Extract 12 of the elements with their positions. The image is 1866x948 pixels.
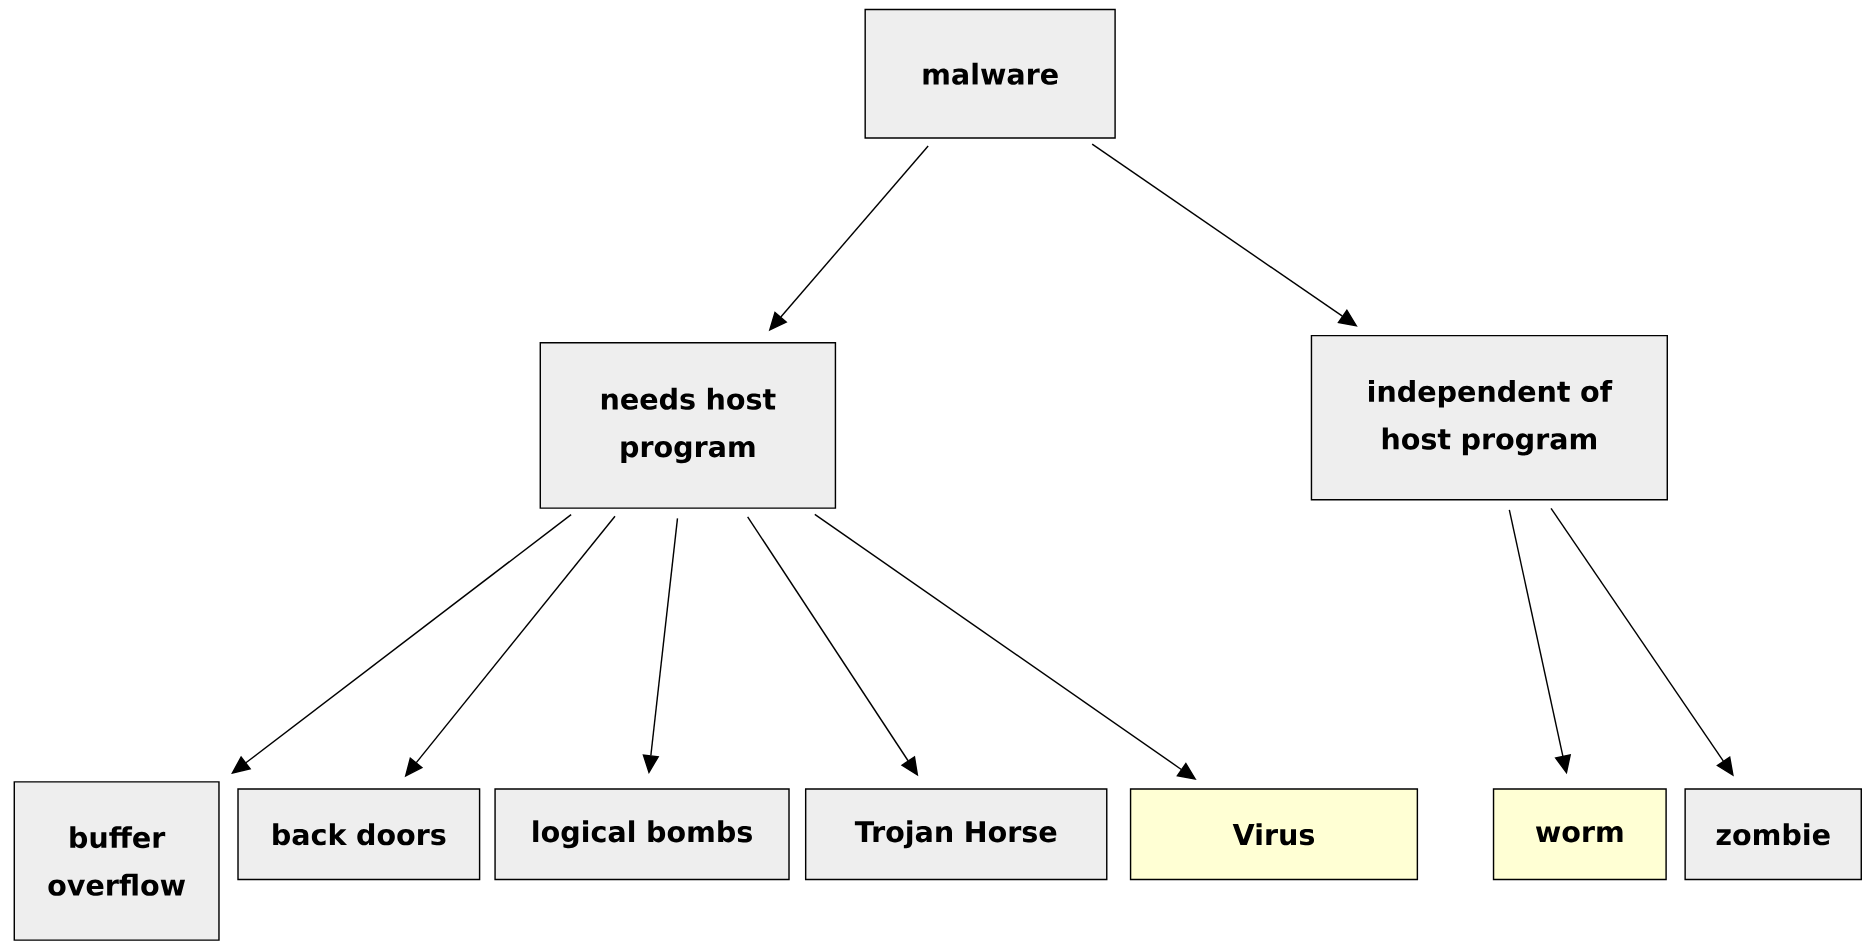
category-box: Trojan Horse (804, 788, 1108, 880)
category-box: zombie (1684, 788, 1862, 880)
arrow (1091, 143, 1358, 327)
category-box: malware (864, 8, 1116, 139)
arrow (231, 513, 572, 774)
category-box: logical bombs (494, 788, 790, 880)
category-box: needs host program (539, 341, 837, 509)
category-box: independent of host program (1310, 334, 1668, 501)
category-box: worm (1492, 788, 1667, 880)
category-box: Virus (1129, 788, 1419, 880)
category-box: back doors (237, 788, 481, 880)
category-box: buffer overflow (13, 780, 220, 941)
